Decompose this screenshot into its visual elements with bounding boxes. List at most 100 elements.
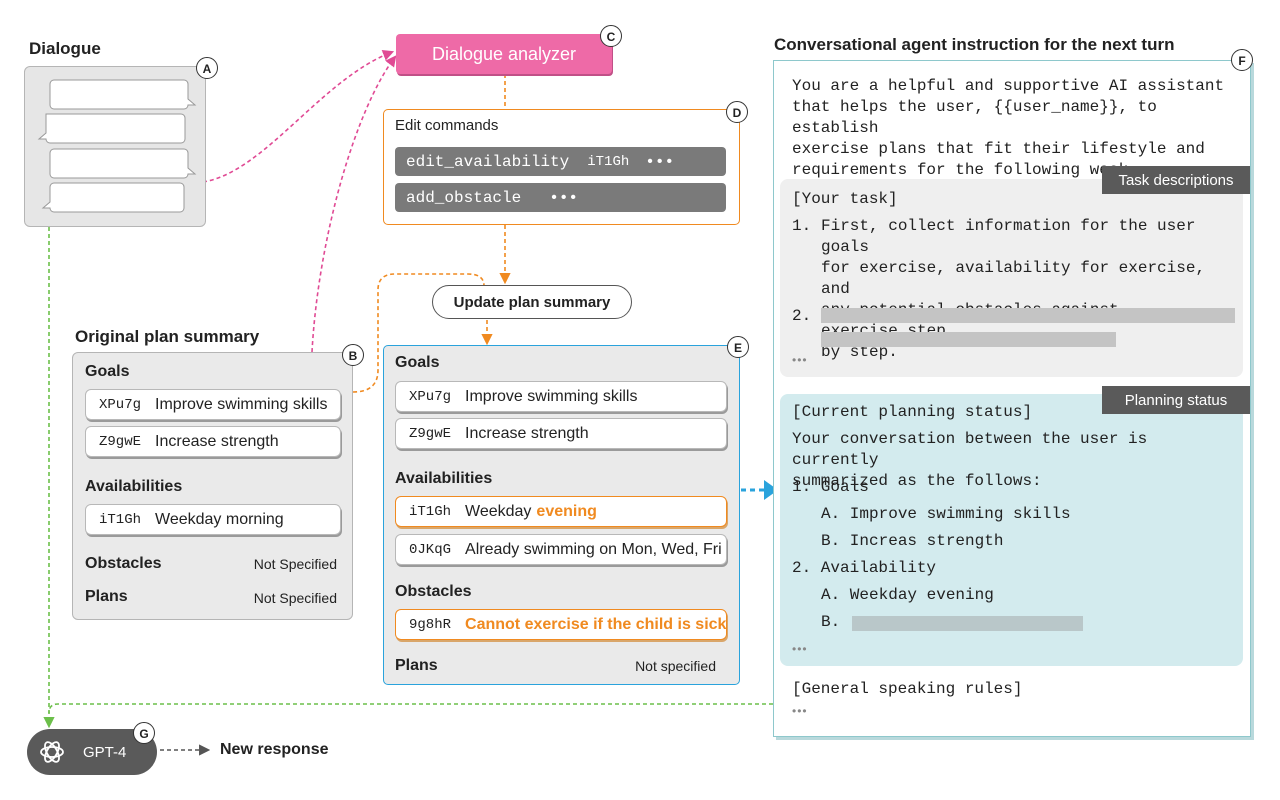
availability-code: iT1Gh (409, 503, 452, 520)
dialogue-analyzer-box: Dialogue analyzer (396, 34, 612, 74)
command-more: ••• (645, 152, 675, 171)
badge-d: D (726, 101, 748, 123)
instruction-intro: You are a helpful and supportive AI assi… (792, 76, 1250, 181)
pink-arrow-original-plan (311, 55, 397, 353)
status-intro-line: summarized as the follows: (792, 472, 1042, 490)
plans-value: Not Specified (253, 590, 337, 606)
badge-c: C (600, 25, 622, 47)
dialogue-panel (24, 66, 206, 227)
redacted-bar (821, 308, 1235, 323)
plans-heading: Plans (85, 588, 128, 605)
update-plan-summary-label: Update plan summary (453, 293, 611, 311)
chat-bubble (41, 182, 185, 213)
green-arrow-instruction (48, 703, 773, 714)
goal-text: Improve swimming skills (155, 395, 328, 413)
task-line: for exercise, availability for exercise,… (821, 259, 1206, 298)
badge-g: G (133, 722, 155, 744)
command-arg: iT1Gh (587, 153, 630, 170)
command-edit-availability: edit_availability iT1Gh ••• (395, 147, 726, 176)
chat-bubble (49, 79, 197, 110)
plans-value: Not specified (635, 658, 716, 674)
edit-commands-panel: Edit commands edit_availability iT1Gh ••… (383, 109, 740, 225)
intro-line: that helps the user, {{user_name}}, to e… (792, 98, 1157, 137)
obstacle-code: 9g8hR (409, 616, 452, 633)
goal-card: XPu7g Improve swimming skills (85, 389, 341, 420)
badge-a: A (196, 57, 218, 79)
chat-bubble (37, 113, 186, 144)
availability-text: Already swimming on Mon, Wed, Fri (465, 540, 722, 558)
command-name: edit_availability (406, 152, 570, 171)
badge-b: B (342, 344, 364, 366)
status-goals: 1. Goals (792, 478, 869, 496)
goal-code: XPu7g (99, 396, 142, 413)
status-goal-a: A. Improve swimming skills (821, 505, 1071, 523)
redacted-bar (821, 332, 1116, 347)
task-descriptions-block: Task descriptions [Your task] 1. First, … (780, 166, 1250, 377)
dialogue-title: Dialogue (29, 39, 101, 58)
badge-e: E (727, 336, 749, 358)
availabilities-heading: Availabilities (395, 470, 493, 487)
status-avail-a: A. Weekday evening (821, 586, 994, 604)
updated-plan-panel: Goals XPu7g Improve swimming skills Z9gw… (383, 345, 740, 685)
rules-header: [General speaking rules] (792, 680, 1023, 698)
intro-line: requirements for the following week. (792, 161, 1138, 179)
goal-card: XPu7g Improve swimming skills (395, 381, 727, 412)
instruction-title: Conversational agent instruction for the… (774, 35, 1175, 54)
status-intro: Your conversation between the user is cu… (792, 429, 1243, 492)
availability-card-added: 0JKqG Already swimming on Mon, Wed, Fri (395, 534, 727, 565)
command-more: ••• (549, 188, 579, 207)
planning-status-tag: Planning status (1102, 386, 1250, 414)
chat-bubbles (37, 79, 197, 213)
availability-text: Weekday morning (155, 510, 284, 528)
update-plan-summary-pill: Update plan summary (432, 285, 632, 319)
task-item-2-number: 2. (792, 307, 812, 325)
planning-status-block: Planning status [Current planning status… (780, 386, 1250, 666)
task-header: [Your task] (792, 190, 898, 208)
goal-text: Increase strength (155, 432, 279, 450)
obstacles-heading: Obstacles (85, 555, 162, 572)
availability-text: Weekday (465, 502, 532, 520)
goal-code: Z9gwE (409, 425, 452, 442)
task-line: First, collect information for the user … (821, 217, 1196, 256)
intro-line: You are a helpful and supportive AI assi… (792, 77, 1225, 95)
original-plan-panel: Goals XPu7g Improve swimming skills Z9gw… (72, 352, 353, 620)
availability-highlight: evening (536, 502, 597, 520)
goal-code: Z9gwE (99, 433, 142, 450)
obstacles-value: Not Specified (253, 556, 337, 572)
goal-text: Increase strength (465, 424, 589, 442)
status-header: [Current planning status] (792, 403, 1033, 421)
status-intro-line: Your conversation between the user is cu… (792, 430, 1148, 469)
obstacles-heading: Obstacles (395, 583, 472, 600)
obstacle-text: Cannot exercise if the child is sick (465, 615, 727, 633)
command-add-obstacle: add_obstacle ••• (395, 183, 726, 212)
badge-f: F (1231, 49, 1253, 71)
status-avail-b: B. (821, 613, 841, 631)
status-more-dots: ••• (792, 642, 808, 656)
task-descriptions-tag: Task descriptions (1102, 166, 1250, 194)
availability-card-edited: iT1Gh Weekday evening (395, 496, 727, 527)
original-plan-title: Original plan summary (75, 327, 260, 346)
obstacle-card-added: 9g8hR Cannot exercise if the child is si… (395, 609, 727, 640)
redacted-bar (852, 616, 1083, 631)
new-response-label: New response (220, 741, 329, 758)
status-goal-b: B. Increas strength (821, 532, 1004, 550)
intro-line: exercise plans that fit their lifestyle … (792, 140, 1205, 158)
gpt4-label: GPT-4 (83, 743, 127, 761)
task-item-1-number: 1. (792, 217, 812, 235)
command-name: add_obstacle (406, 188, 522, 207)
edit-commands-title: Edit commands (395, 117, 499, 134)
availability-code: iT1Gh (99, 511, 142, 528)
goal-text: Improve swimming skills (465, 387, 638, 405)
chat-bubble (49, 148, 197, 179)
task-more-dots: ••• (792, 353, 808, 367)
goal-code: XPu7g (409, 388, 452, 405)
goals-heading: Goals (395, 354, 440, 371)
openai-logo-icon (40, 741, 64, 763)
plans-heading: Plans (395, 657, 438, 674)
availability-code: 0JKqG (409, 541, 452, 558)
goals-heading: Goals (85, 363, 130, 380)
rules-more-dots: ••• (792, 704, 808, 718)
instruction-panel: You are a helpful and supportive AI assi… (773, 60, 1251, 737)
goal-card: Z9gwE Increase strength (395, 418, 727, 449)
